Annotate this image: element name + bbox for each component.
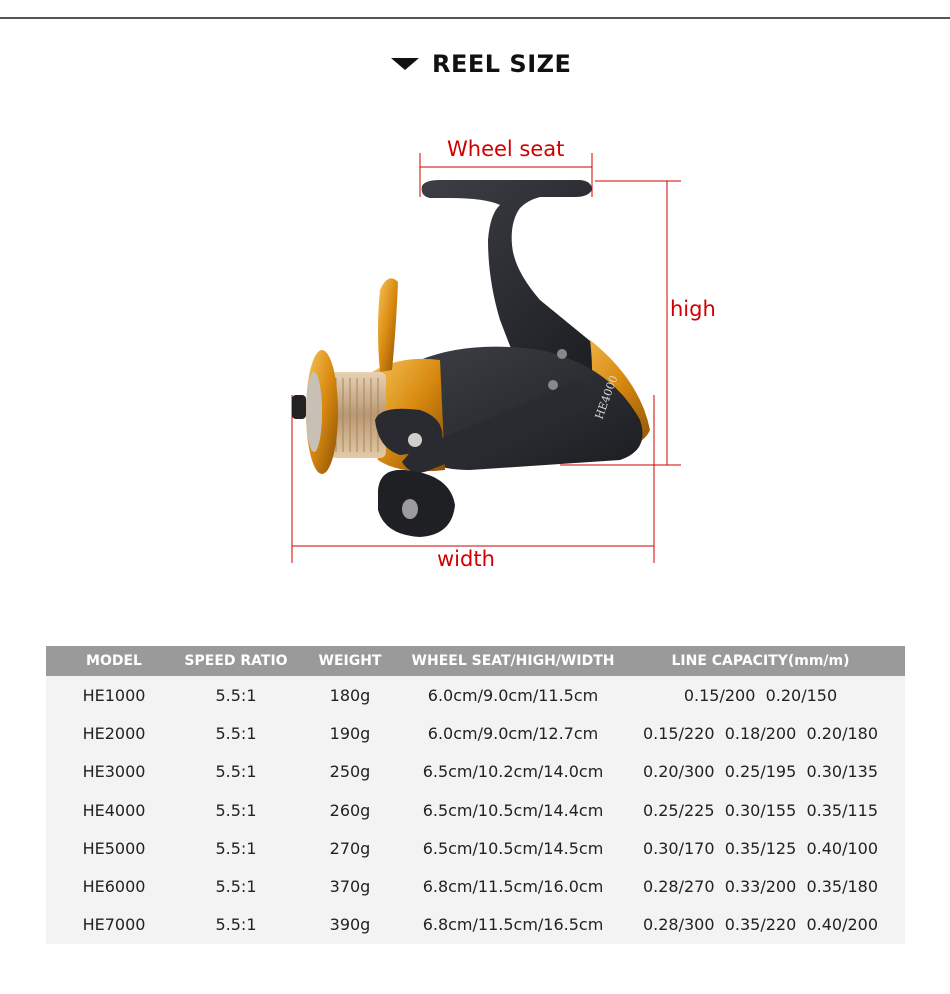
table-row: HE7000 5.5:1 390g 6.8cm/11.5cm/16.5cm 0.… bbox=[46, 906, 905, 944]
cell-model: HE3000 bbox=[82, 762, 146, 782]
reel-image: HE4000 bbox=[292, 180, 650, 537]
header-speed-ratio: SPEED RATIO bbox=[184, 653, 288, 669]
width-label: width bbox=[437, 547, 495, 571]
section-title: REEL SIZE bbox=[432, 50, 572, 78]
cell-dimensions: 6.8cm/11.5cm/16.0cm bbox=[422, 877, 604, 897]
cell-speed-ratio: 5.5:1 bbox=[215, 838, 257, 858]
cell-line-capacity: 0.15/220 0.18/200 0.20/180 bbox=[642, 723, 878, 743]
section-heading: REEL SIZE bbox=[0, 50, 950, 80]
specs-table: MODEL SPEED RATIO WEIGHT WHEEL SEAT/HIGH… bbox=[46, 646, 905, 945]
cell-speed-ratio: 5.5:1 bbox=[215, 685, 257, 705]
cell-line-capacity: 0.15/200 0.20/150 bbox=[683, 685, 838, 705]
cell-line-capacity: 0.28/270 0.33/200 0.35/180 bbox=[642, 877, 878, 897]
cell-speed-ratio: 5.5:1 bbox=[215, 723, 257, 743]
table-header-row: MODEL SPEED RATIO WEIGHT WHEEL SEAT/HIGH… bbox=[46, 646, 905, 676]
table-row: HE5000 5.5:1 270g 6.5cm/10.5cm/14.5cm 0.… bbox=[46, 829, 905, 867]
cell-line-capacity: 0.25/225 0.30/155 0.35/115 bbox=[642, 800, 878, 820]
cell-dimensions: 6.8cm/11.5cm/16.5cm bbox=[422, 915, 604, 935]
cell-model: HE5000 bbox=[82, 838, 146, 858]
header-weight: WEIGHT bbox=[318, 653, 382, 669]
cell-model: HE7000 bbox=[82, 915, 146, 935]
cell-weight: 190g bbox=[329, 723, 371, 743]
cell-weight: 180g bbox=[329, 685, 371, 705]
high-dimension bbox=[560, 180, 681, 466]
header-line-capacity: LINE CAPACITY(mm/m) bbox=[671, 653, 850, 669]
cell-speed-ratio: 5.5:1 bbox=[215, 915, 257, 935]
triangle-down-icon bbox=[391, 58, 419, 70]
cell-weight: 250g bbox=[329, 762, 371, 782]
cell-dimensions: 6.0cm/9.0cm/11.5cm bbox=[427, 685, 599, 705]
cell-model: HE1000 bbox=[82, 685, 146, 705]
cell-weight: 260g bbox=[329, 800, 371, 820]
cell-line-capacity: 0.20/300 0.25/195 0.30/135 bbox=[642, 762, 878, 782]
cell-dimensions: 6.5cm/10.2cm/14.0cm bbox=[422, 762, 604, 782]
wheel-seat-label: Wheel seat bbox=[447, 137, 565, 161]
cell-model: HE4000 bbox=[82, 800, 146, 820]
width-dimension bbox=[291, 395, 655, 563]
cell-dimensions: 6.5cm/10.5cm/14.5cm bbox=[422, 838, 604, 858]
header-dimensions: WHEEL SEAT/HIGH/WIDTH bbox=[411, 653, 615, 669]
table-row: HE6000 5.5:1 370g 6.8cm/11.5cm/16.0cm 0.… bbox=[46, 867, 905, 905]
cell-weight: 270g bbox=[329, 838, 371, 858]
table-row: HE4000 5.5:1 260g 6.5cm/10.5cm/14.4cm 0.… bbox=[46, 791, 905, 829]
high-label: high bbox=[670, 297, 716, 321]
cell-line-capacity: 0.28/300 0.35/220 0.40/200 bbox=[642, 915, 878, 935]
cell-speed-ratio: 5.5:1 bbox=[215, 800, 257, 820]
header-model: MODEL bbox=[86, 653, 142, 669]
cell-speed-ratio: 5.5:1 bbox=[215, 877, 257, 897]
table-row: HE2000 5.5:1 190g 6.0cm/9.0cm/12.7cm 0.1… bbox=[46, 714, 905, 752]
cell-weight: 370g bbox=[329, 877, 371, 897]
cell-dimensions: 6.0cm/9.0cm/12.7cm bbox=[427, 723, 599, 743]
cell-model: HE2000 bbox=[82, 723, 146, 743]
table-row: HE3000 5.5:1 250g 6.5cm/10.2cm/14.0cm 0.… bbox=[46, 753, 905, 791]
cell-weight: 390g bbox=[329, 915, 371, 935]
top-divider bbox=[0, 17, 950, 19]
table-row: HE1000 5.5:1 180g 6.0cm/9.0cm/11.5cm 0.1… bbox=[46, 676, 905, 714]
cell-line-capacity: 0.30/170 0.35/125 0.40/100 bbox=[642, 838, 878, 858]
cell-speed-ratio: 5.5:1 bbox=[215, 762, 257, 782]
cell-model: HE6000 bbox=[82, 877, 146, 897]
cell-dimensions: 6.5cm/10.5cm/14.4cm bbox=[422, 800, 604, 820]
reel-diagram: HE4000 bbox=[291, 153, 681, 563]
wheel-seat-dimension bbox=[419, 153, 593, 197]
